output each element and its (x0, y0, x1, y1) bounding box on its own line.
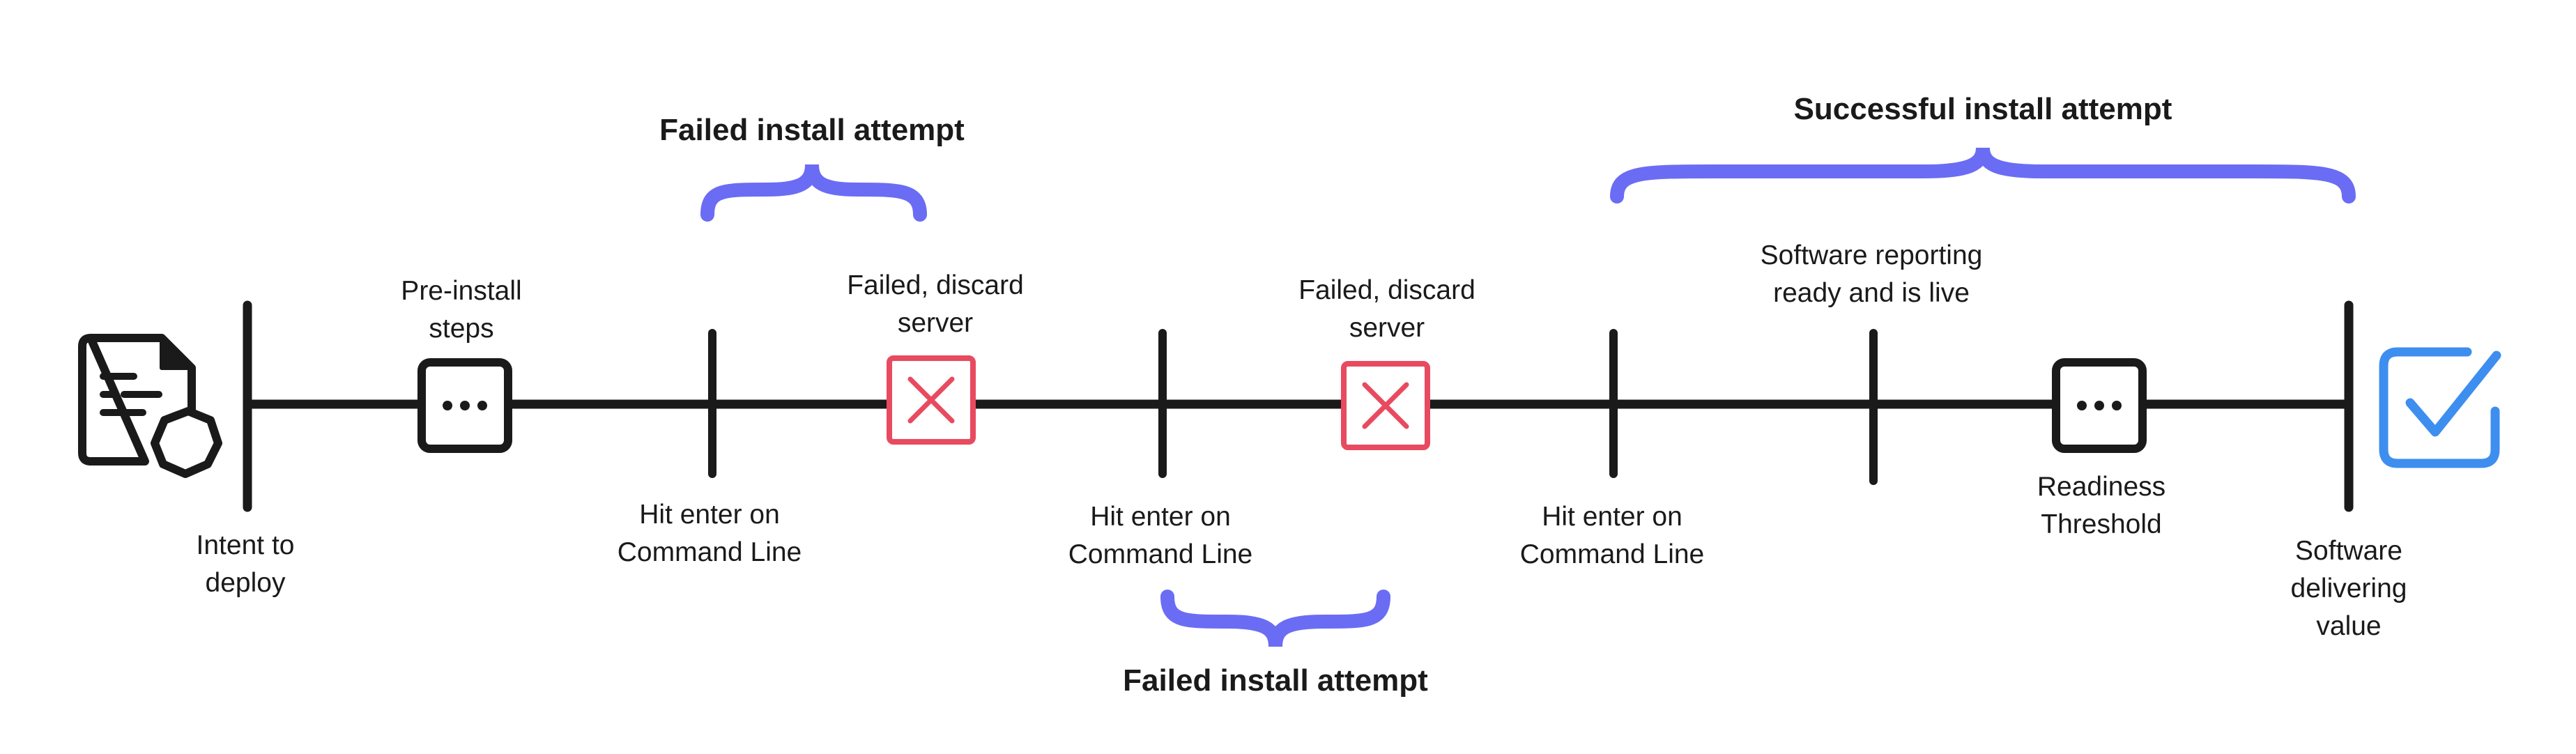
label-failed-discard-2: Failed, discard server (1298, 275, 1475, 343)
label-preinstall: Pre-install steps (401, 276, 522, 344)
label-delivering: Software delivering value (2290, 536, 2407, 641)
document-gear-icon (78, 334, 222, 478)
x-box-icon (887, 355, 976, 445)
brace-success (1610, 147, 2356, 203)
brace-failed-1 (700, 164, 927, 222)
brace-failed-2 (1160, 590, 1390, 647)
label-software-ready: Software reporting ready and is live (1760, 240, 1983, 308)
header-success: Successful install attempt (1793, 92, 2172, 126)
ellipsis-box-icon (2052, 358, 2147, 453)
x-box-icon (1341, 361, 1430, 450)
checkbox-checked-icon (2379, 347, 2501, 468)
label-hit-enter-2: Hit enter on Command Line (1068, 502, 1253, 569)
label-intent: Intent to deploy (196, 530, 295, 598)
label-readiness: Readiness Threshold (2037, 472, 2166, 539)
header-failed-1: Failed install attempt (659, 113, 965, 147)
label-hit-enter-3: Hit enter on Command Line (1519, 502, 1705, 569)
header-failed-2: Failed install attempt (1123, 663, 1428, 698)
label-hit-enter-1: Hit enter on Command Line (617, 500, 802, 567)
ellipsis-box-icon (417, 358, 512, 453)
label-failed-discard-1: Failed, discard server (847, 270, 1024, 338)
